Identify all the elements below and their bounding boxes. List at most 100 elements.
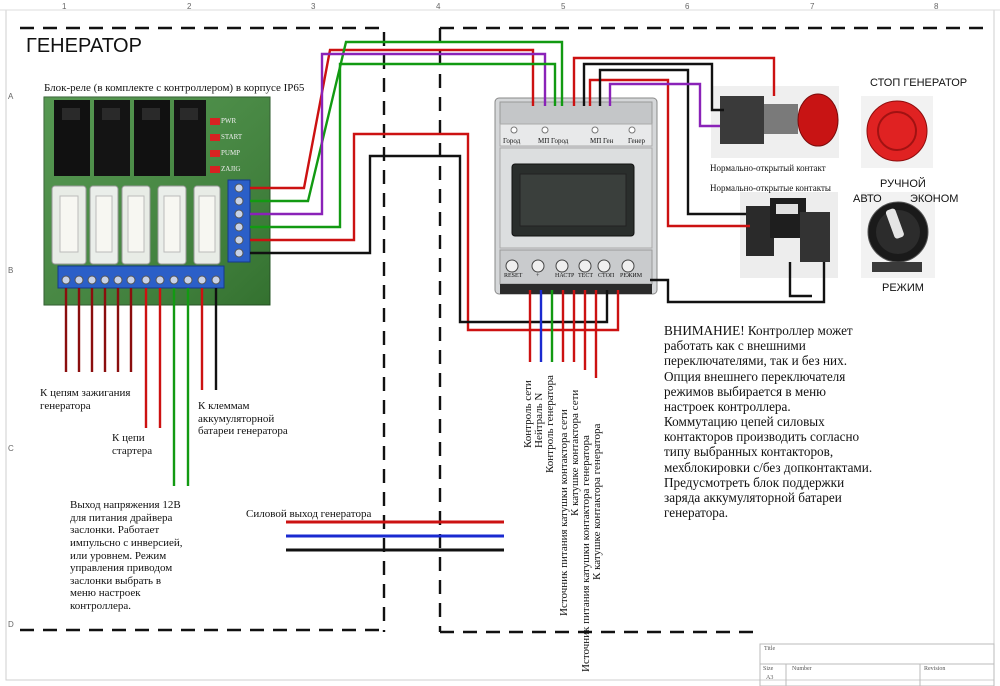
wire-red-loop bbox=[250, 132, 620, 332]
wires bbox=[64, 40, 826, 552]
battery-label: К клеммам аккумуляторной батареи генерат… bbox=[194, 398, 292, 440]
contact-right bbox=[800, 212, 830, 262]
led-start-label: START bbox=[221, 133, 243, 141]
stop-contact-module bbox=[711, 86, 839, 158]
controller-display bbox=[519, 173, 627, 227]
wire-black-loop bbox=[250, 154, 609, 324]
power-output-label: Силовой выход генератора bbox=[246, 508, 372, 520]
relay-bottom-screws bbox=[61, 275, 221, 285]
relay-right-terminals bbox=[227, 179, 251, 263]
ruler-side-a: A bbox=[8, 92, 14, 101]
warning-note: ВНИМАНИЕ! Контроллер может работать как … bbox=[662, 321, 958, 523]
mode-contacts-module bbox=[740, 192, 838, 278]
controller-top-rail bbox=[499, 101, 653, 125]
wire-black-to-mode bbox=[598, 68, 746, 216]
btn-test: ТЕСТ bbox=[578, 273, 593, 279]
stop-button-ring bbox=[877, 111, 917, 151]
controller-button-panel bbox=[499, 249, 653, 285]
relay-1-label bbox=[62, 108, 80, 120]
btn-reset: RESET bbox=[504, 273, 523, 279]
starter-label: К цепи стартера bbox=[112, 432, 153, 457]
ruler-top-6: 6 bbox=[685, 2, 690, 11]
terminal-mp-gen: МП Ген bbox=[590, 137, 614, 145]
ruler-top-1: 1 bbox=[62, 2, 67, 11]
econom-label: ЭКОНОМ bbox=[910, 193, 959, 205]
btn-rezhim: РЕЖИМ bbox=[620, 273, 643, 279]
relay-3-label bbox=[142, 108, 160, 120]
btn-stop: СТОП bbox=[598, 273, 615, 279]
ignition-label: К цепям зажигания генератора bbox=[40, 387, 131, 413]
wire-red-to-stop bbox=[572, 56, 776, 106]
wire-green-top bbox=[250, 40, 564, 203]
manual-label: РУЧНОЙ bbox=[880, 178, 926, 190]
relay-right-screws bbox=[234, 183, 244, 258]
relay-4-label bbox=[180, 108, 198, 120]
title-block-size-value: A3 bbox=[766, 675, 774, 681]
terminal-mp-gorod: МП Город bbox=[538, 137, 569, 145]
ruler-top-5: 5 bbox=[561, 2, 566, 11]
wire-purple-top bbox=[250, 52, 547, 216]
mushroom-button bbox=[797, 93, 839, 147]
title-block-revision: Revision bbox=[924, 666, 946, 672]
ruler-side-c: C bbox=[8, 444, 14, 453]
terminal-gener: Генер bbox=[628, 137, 645, 145]
wire-black-mode-return bbox=[650, 262, 826, 304]
ruler-top-3: 3 bbox=[311, 2, 316, 11]
contact-left bbox=[746, 206, 774, 256]
ruler-side-b: B bbox=[8, 266, 14, 275]
controller-top-terminal-panel bbox=[499, 123, 653, 147]
controller-device bbox=[494, 97, 658, 295]
mode-selector-switch bbox=[861, 192, 935, 278]
relay-board bbox=[43, 96, 271, 306]
fuse-holders bbox=[51, 185, 221, 265]
stop-button-cap bbox=[866, 100, 928, 162]
btn-plus: + bbox=[536, 273, 540, 279]
wire-black-to-stop bbox=[582, 62, 724, 112]
diagram-title: ГЕНЕРАТОР bbox=[26, 35, 142, 57]
contact-block bbox=[720, 96, 764, 144]
terminal-gorod: Город bbox=[503, 137, 521, 145]
ruler-top-8: 8 bbox=[934, 2, 939, 11]
wire-red-top-1 bbox=[250, 48, 535, 190]
vlabel-generator-control: Контроль генератора bbox=[544, 375, 556, 473]
wire-green-top-2 bbox=[250, 62, 557, 229]
selector-lever bbox=[885, 208, 904, 239]
wire-purple-to-stop bbox=[608, 82, 720, 128]
title-block-frame bbox=[759, 643, 995, 686]
mode-label: РЕЖИМ bbox=[882, 282, 924, 294]
no-contacts-label: Нормально-открытые контакты bbox=[710, 183, 831, 193]
relay-block-label: Блок-реле (в комплекте с контроллером) в… bbox=[44, 82, 305, 94]
title-block-title: Title bbox=[764, 646, 776, 652]
stop-generator-label: СТОП ГЕНЕРАТОР bbox=[870, 77, 968, 89]
led-pump-label: PUMP bbox=[221, 149, 241, 157]
ruler-top-4: 4 bbox=[436, 2, 441, 11]
wire-red-to-mode bbox=[588, 78, 750, 228]
nc-contact-label: Нормально-открытый контакт bbox=[710, 163, 826, 173]
vlabel-gen-coil: К катушке контактора генератора bbox=[591, 423, 603, 580]
contact-label bbox=[776, 204, 798, 214]
ruler-side-d: D bbox=[8, 620, 14, 629]
relay-2-label bbox=[102, 108, 120, 120]
led-pwr-label: PWR bbox=[221, 117, 237, 125]
title-block bbox=[759, 643, 995, 686]
ruler-top-2: 2 bbox=[187, 2, 192, 11]
dashed-borders bbox=[20, 26, 990, 634]
btn-nastr: НАСТР bbox=[555, 273, 575, 279]
relay-bottom-terminals bbox=[57, 265, 225, 289]
relay-leds bbox=[210, 118, 220, 173]
generator-zone-border bbox=[20, 26, 386, 632]
auto-label: АВТО bbox=[853, 193, 882, 205]
controller-top-screws bbox=[510, 126, 636, 134]
selector-base bbox=[872, 262, 922, 272]
controller-buttons bbox=[505, 259, 635, 273]
wire-black-mode-2 bbox=[788, 262, 812, 298]
title-block-number: Number bbox=[792, 666, 812, 672]
title-block-size: Size bbox=[763, 666, 774, 672]
led-zajig-label: ZAJIG bbox=[221, 165, 241, 173]
contact-adapter bbox=[764, 104, 798, 134]
stop-generator-button bbox=[861, 96, 933, 168]
output-12v-label: Выход напряжения 12В для питания драйвер… bbox=[66, 497, 187, 615]
ruler-top-7: 7 bbox=[810, 2, 815, 11]
controller-bottom-terminal-block bbox=[500, 284, 652, 294]
